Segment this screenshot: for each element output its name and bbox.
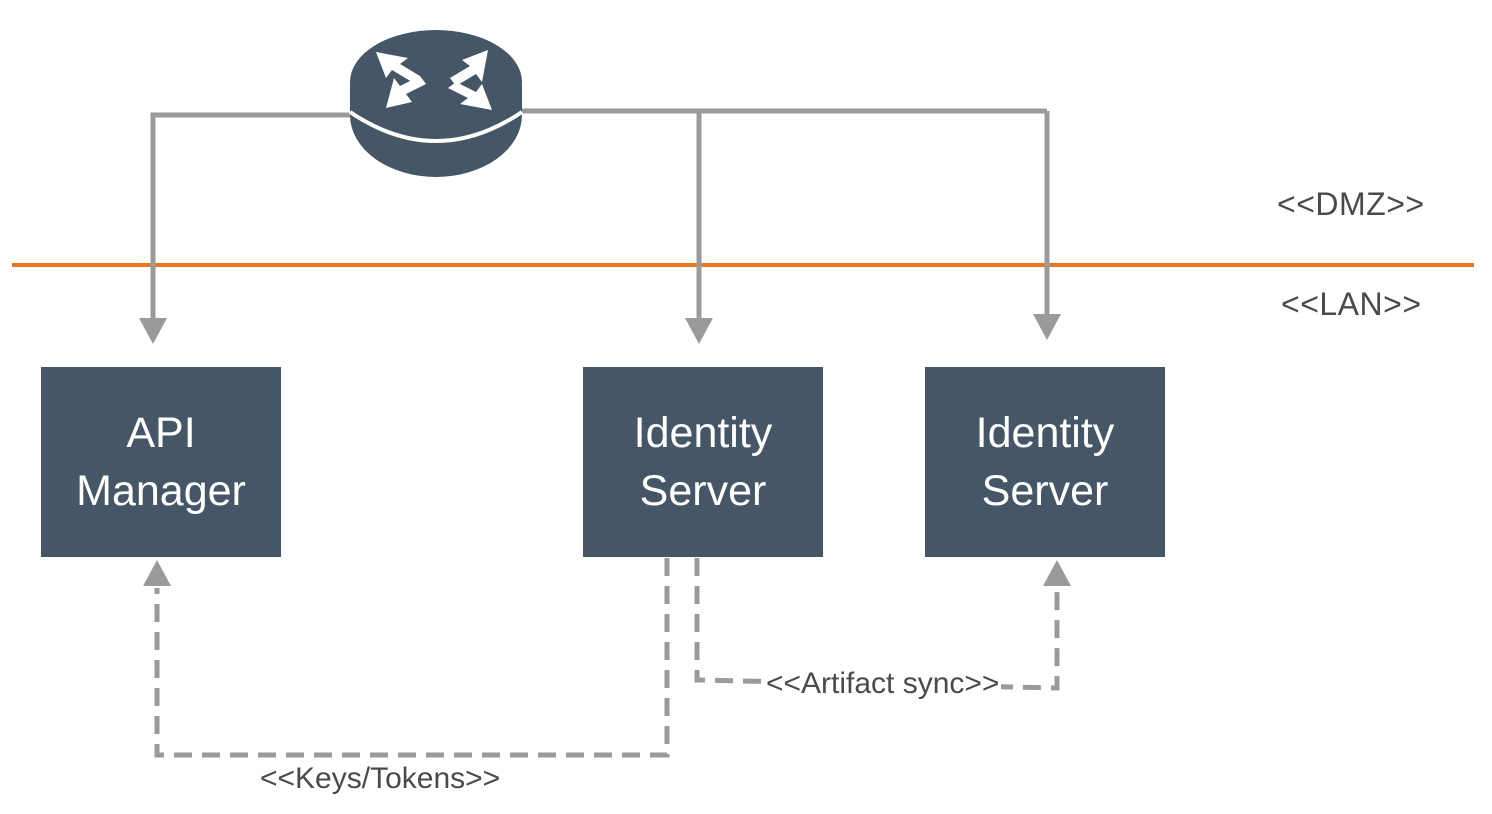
connector-router-to-api-manager (150, 112, 352, 322)
node-label-line1: Identity (975, 409, 1115, 457)
dashed-arrowheads (143, 560, 1071, 586)
lan-zone-label: <<LAN>> (1281, 286, 1422, 322)
arrowhead-api-manager (139, 318, 167, 344)
node-label-line1: API (126, 409, 196, 457)
dashed-connectors (154, 558, 1060, 758)
node-label-line2: Server (981, 467, 1109, 515)
arrowhead-identity-server-1 (685, 318, 713, 344)
router-connectors (150, 108, 1050, 322)
api-manager-node: API Manager (41, 367, 281, 557)
arrowhead-artifact-sync (1043, 560, 1071, 586)
keys-tokens-label: <<Keys/Tokens>> (258, 762, 503, 796)
router-icon (348, 30, 524, 177)
connector-keys-tokens (154, 558, 670, 758)
dmz-zone-label: <<DMZ>> (1277, 186, 1425, 222)
identity-server-node-1: Identity Server (583, 367, 823, 557)
connector-artifact-sync (694, 558, 1060, 691)
router-arrowheads (139, 314, 1061, 344)
node-label-line2: Server (639, 467, 767, 515)
identity-server-node-2: Identity Server (925, 367, 1165, 557)
artifact-sync-label: <<Artifact sync>> (764, 667, 1002, 701)
node-label-line2: Manager (76, 467, 246, 515)
arrowhead-keys-tokens (143, 560, 171, 586)
arrowhead-identity-server-2 (1033, 314, 1061, 340)
node-label-line1: Identity (633, 409, 773, 457)
